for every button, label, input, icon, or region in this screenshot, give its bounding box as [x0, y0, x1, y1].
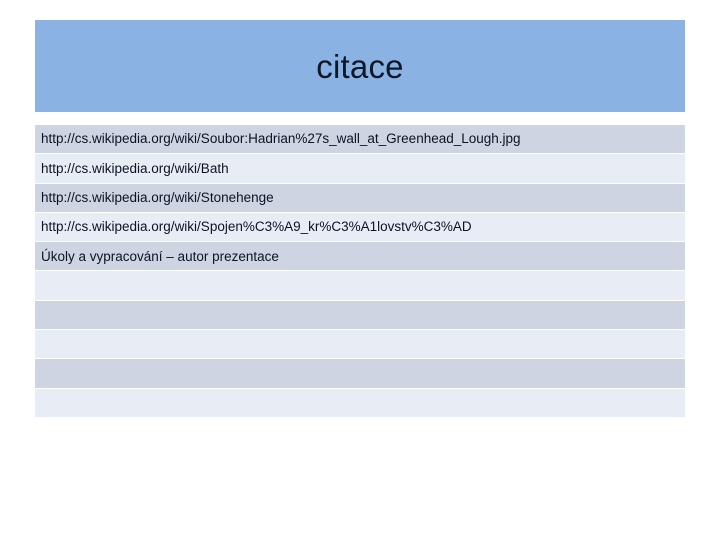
table-row-empty: [35, 359, 685, 389]
citation-note: Úkoly a vypracování – autor prezentace: [41, 248, 279, 264]
citation-link[interactable]: http://cs.wikipedia.org/wiki/Soubor:Hadr…: [41, 131, 521, 147]
table-row-empty: [35, 388, 685, 418]
citation-link[interactable]: http://cs.wikipedia.org/wiki/Spojen%C3%A…: [41, 219, 472, 235]
table-row: http://cs.wikipedia.org/wiki/Stonehenge: [35, 183, 685, 213]
page-title: citace: [316, 47, 404, 85]
title-banner: citace: [35, 20, 685, 112]
table-row-empty: [35, 300, 685, 331]
citation-link[interactable]: http://cs.wikipedia.org/wiki/Stonehenge: [41, 189, 274, 205]
citation-link[interactable]: http://cs.wikipedia.org/wiki/Bath: [41, 160, 229, 176]
table-row: http://cs.wikipedia.org/wiki/Spojen%C3%A…: [35, 212, 685, 243]
table-row-empty: [35, 271, 685, 301]
citation-table: http://cs.wikipedia.org/wiki/Soubor:Hadr…: [35, 125, 685, 418]
table-row-empty: [35, 330, 685, 360]
table-row: Úkoly a vypracování – autor prezentace: [35, 242, 685, 272]
table-row: http://cs.wikipedia.org/wiki/Bath: [35, 154, 685, 184]
table-row: http://cs.wikipedia.org/wiki/Soubor:Hadr…: [35, 125, 685, 155]
